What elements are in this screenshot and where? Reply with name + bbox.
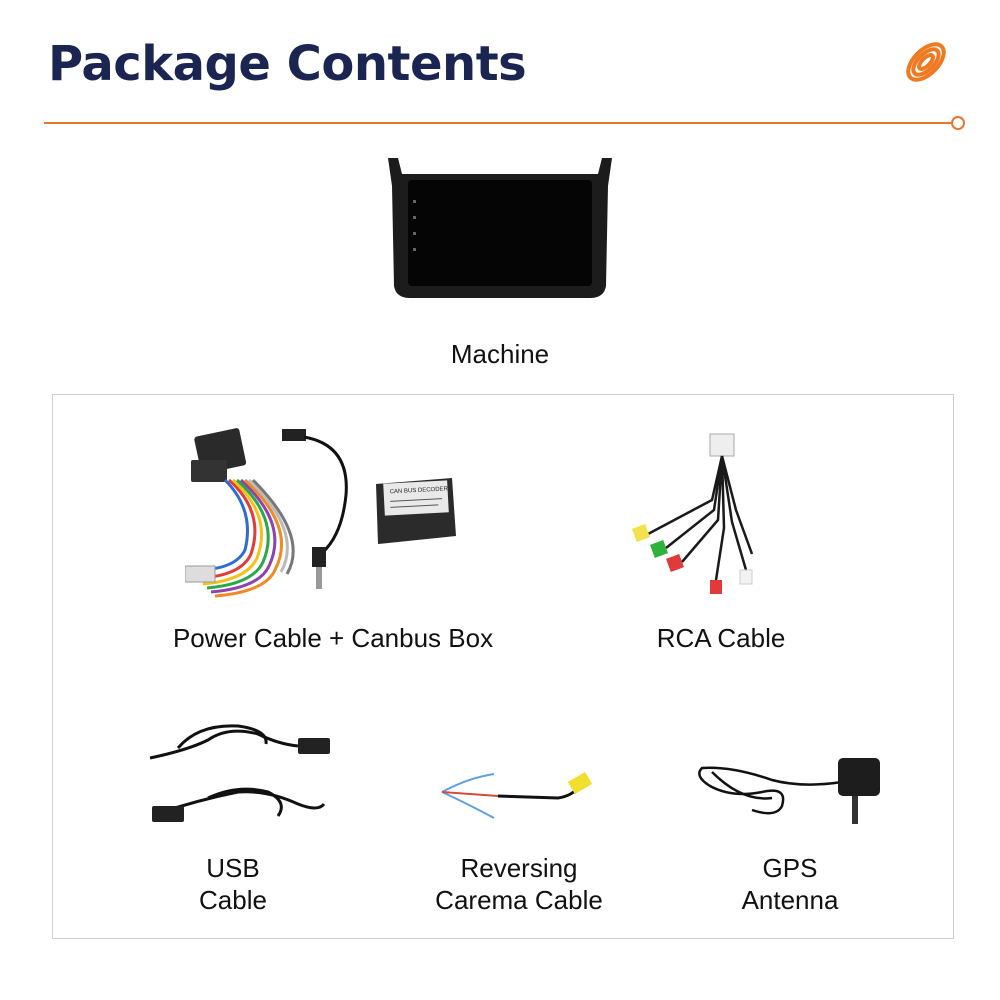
head-unit-image [388, 158, 612, 298]
power-cable-image [185, 428, 295, 598]
rca-cable-image [632, 433, 754, 594]
reversing-cable-label-line1: Reversing [460, 853, 578, 883]
header-divider [44, 122, 954, 124]
usb-cable-label-line1: USB [206, 853, 260, 883]
reversing-cable-label-line2: Carema Cable [435, 885, 603, 915]
canbus-box-image: CAN BUS DECODER [376, 478, 456, 544]
power-cable-label: Power Cable + Canbus Box [172, 623, 494, 653]
reversing-cable-image [441, 771, 593, 819]
gps-antenna-image [698, 758, 880, 824]
usb-cable-image [149, 724, 330, 822]
machine-label: Machine [450, 339, 550, 369]
antenna-adapter-image [282, 429, 348, 589]
gps-antenna-label-line1: GPS [762, 853, 818, 883]
usb-cable-label-line2: Cable [199, 885, 267, 915]
accessories-panel [52, 394, 954, 939]
gps-antenna-label-line2: Antenna [741, 885, 839, 915]
canbus-box-text: CAN BUS DECODER [390, 486, 449, 495]
divider-end-dot [951, 116, 965, 130]
orange-spiral-logo-icon [906, 42, 946, 82]
page-title: Package Contents [48, 36, 527, 92]
rca-cable-label: RCA Cable [656, 623, 786, 653]
